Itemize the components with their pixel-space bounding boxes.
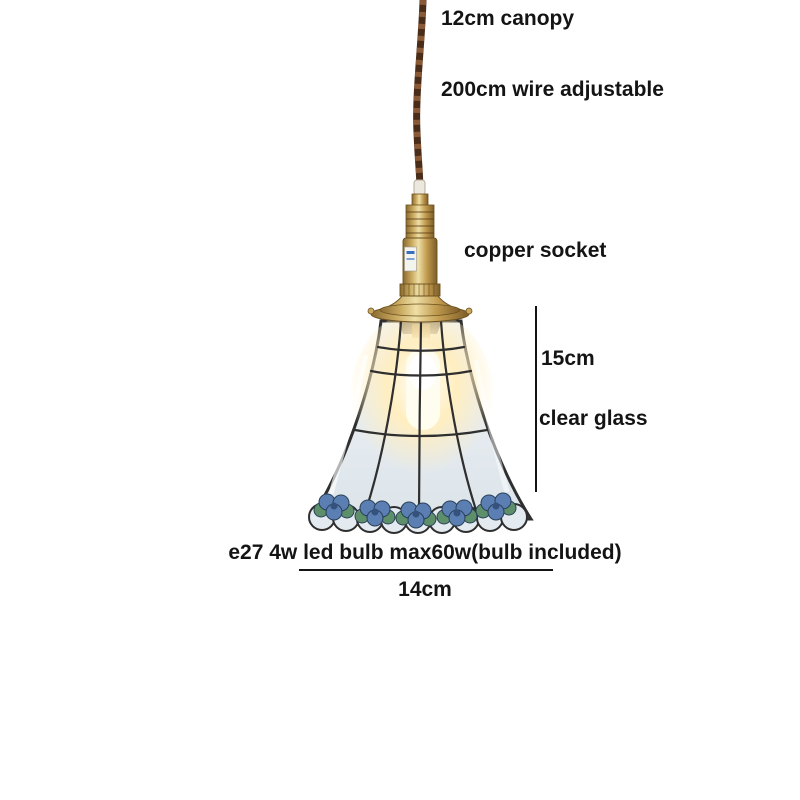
flower-cluster [475,492,517,521]
flower-center [453,509,461,517]
socket-sticker [404,246,417,272]
pendant-wire [413,0,427,196]
flower-cluster [436,499,478,527]
flower-center [492,502,500,510]
ring-screw [367,307,375,315]
glass-material-label: clear glass [539,407,648,430]
shade-width-label: 14cm [398,578,452,601]
flower-center [412,510,420,518]
canopy-label: 12cm canopy [441,7,575,30]
glass-shade [308,310,534,534]
copper-socket-graphic [373,193,467,313]
shade-mount-ring [367,303,473,323]
flower-cluster [354,499,396,527]
glass-highlight [328,354,369,495]
flower-cluster [395,501,437,529]
flower-decoration [313,492,517,529]
flower-center [330,502,338,510]
dimension-lines [299,306,553,571]
ring-screw [465,307,473,315]
wire-length-label: 200cm wire adjustable [441,78,664,101]
flower-cluster [313,493,355,521]
shade-height-label: 15cm [541,347,595,370]
wire-connector [413,179,426,196]
glass-highlight [473,359,510,493]
bulb-spec-label: e27 4w led bulb max60w(bulb included) [228,541,622,564]
shade-leading-lines [353,319,489,518]
socket-label: copper socket [464,239,607,262]
flower-center [371,508,379,516]
